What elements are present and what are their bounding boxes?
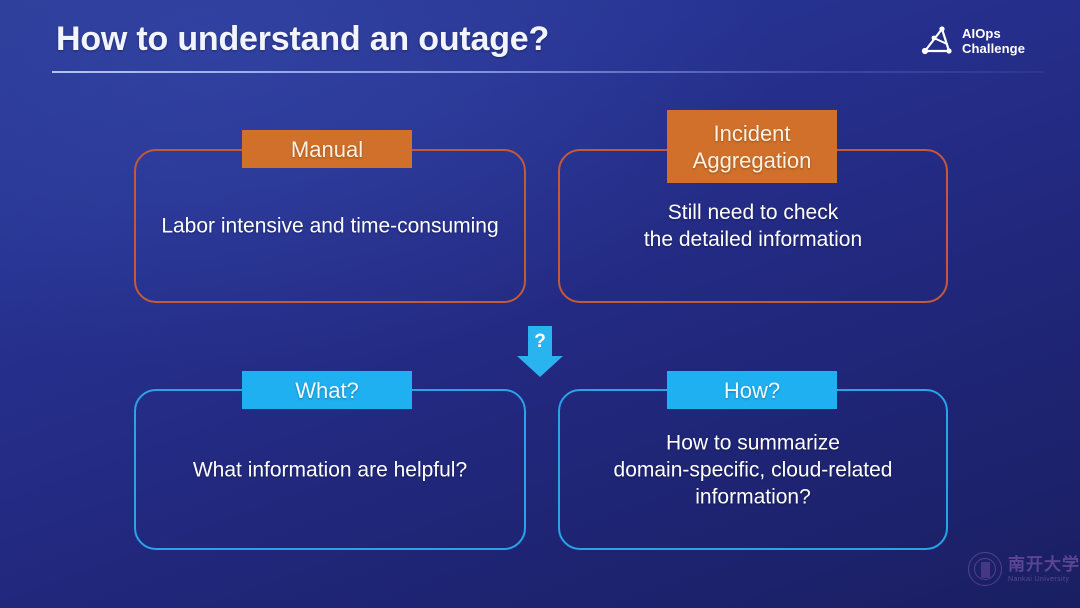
nankai-name-en: Nankai University [1008, 575, 1070, 583]
page-title: How to understand an outage? [56, 20, 550, 58]
aiops-wordmark-line1: AIOps [962, 26, 1001, 41]
card-how-body-line1: How to summarize [666, 431, 840, 454]
card-what-body: What information are helpful? [192, 458, 468, 481]
nankai-wordmark: 南开大学 Nankai University [1008, 556, 1080, 583]
nankai-seal-icon [968, 552, 1002, 586]
card-manual: Labor intensive and time-consuming [134, 149, 526, 303]
card-incident-aggregation-body-line1: Still need to check [667, 201, 839, 224]
card-how-tab: How? [667, 371, 837, 409]
card-how: How to summarize domain-specific, cloud-… [558, 389, 948, 550]
card-incident-aggregation-body-line2: the detailed information [643, 228, 863, 251]
aiops-challenge-logo: AIOps Challenge [918, 24, 1025, 58]
card-incident-aggregation-tab: Incident Aggregation [667, 110, 837, 183]
aiops-wordmark-line2: Challenge [962, 41, 1026, 56]
aiops-wordmark: AIOps Challenge [962, 26, 1025, 56]
aiops-triangle-nodes-icon [921, 26, 952, 55]
arrow-question-label: ? [534, 330, 546, 352]
card-what-tab: What? [242, 371, 412, 409]
card-how-body-line2: domain-specific, cloud-related [613, 458, 893, 481]
down-arrow-question: ? [516, 326, 564, 378]
nankai-name-cn: 南开大学 [1008, 554, 1080, 574]
down-arrow-icon [517, 326, 563, 377]
nankai-university-logo: 南开大学 Nankai University [968, 552, 1080, 586]
card-incident-aggregation-body: Still need to check the detailed informa… [574, 199, 932, 253]
card-incident-aggregation-tab-line2: Aggregation [692, 147, 812, 173]
title-divider [52, 71, 1044, 73]
card-manual-tab: Manual [242, 130, 412, 168]
card-how-body: How to summarize domain-specific, cloud-… [574, 429, 932, 510]
card-what: What information are helpful? [134, 389, 526, 550]
card-manual-body: Labor intensive and time-consuming [161, 214, 499, 238]
card-how-body-line3: information? [695, 485, 811, 508]
card-incident-aggregation-tab-line1: Incident [713, 120, 791, 146]
